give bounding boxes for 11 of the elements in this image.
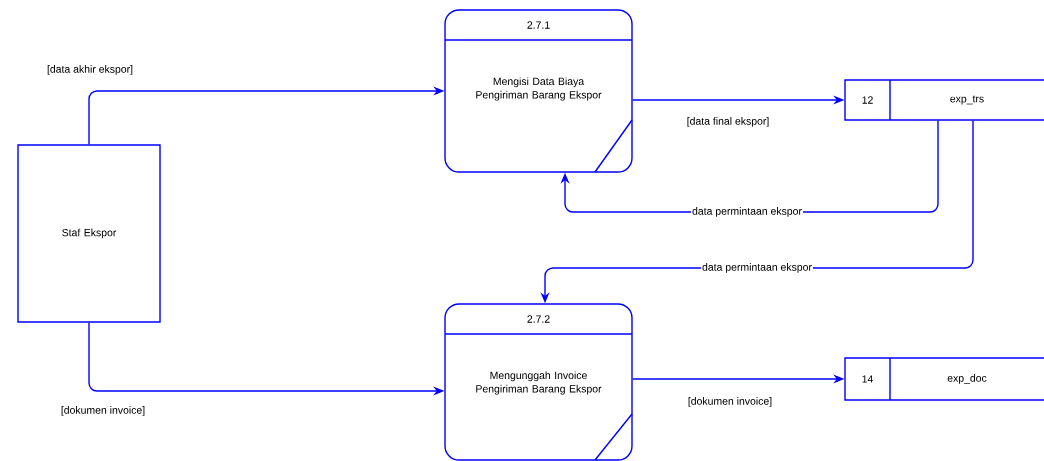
edge-label: data permintaan ekspor xyxy=(691,206,803,218)
data-store: 14 exp_doc xyxy=(844,357,1044,401)
edge-label: [dokumen invoice] xyxy=(688,397,772,407)
external-entity-box: Staf Ekspor xyxy=(17,144,161,323)
edge-label: [dokumen invoice] xyxy=(61,406,145,416)
edge-label: [data final ekspor] xyxy=(687,117,769,127)
data-store: 12 exp_trs xyxy=(844,79,1044,121)
edge-label: data permintaan ekspor xyxy=(701,262,813,274)
process-box: 2.7.2 Mengunggah Invoice Pengiriman Barang Ekspor xyxy=(444,303,633,461)
edge-label: [data akhir ekspor] xyxy=(47,65,133,75)
process-box: 2.7.1 Mengisi Data Biaya Pengiriman Barang Ekspor xyxy=(444,9,633,173)
